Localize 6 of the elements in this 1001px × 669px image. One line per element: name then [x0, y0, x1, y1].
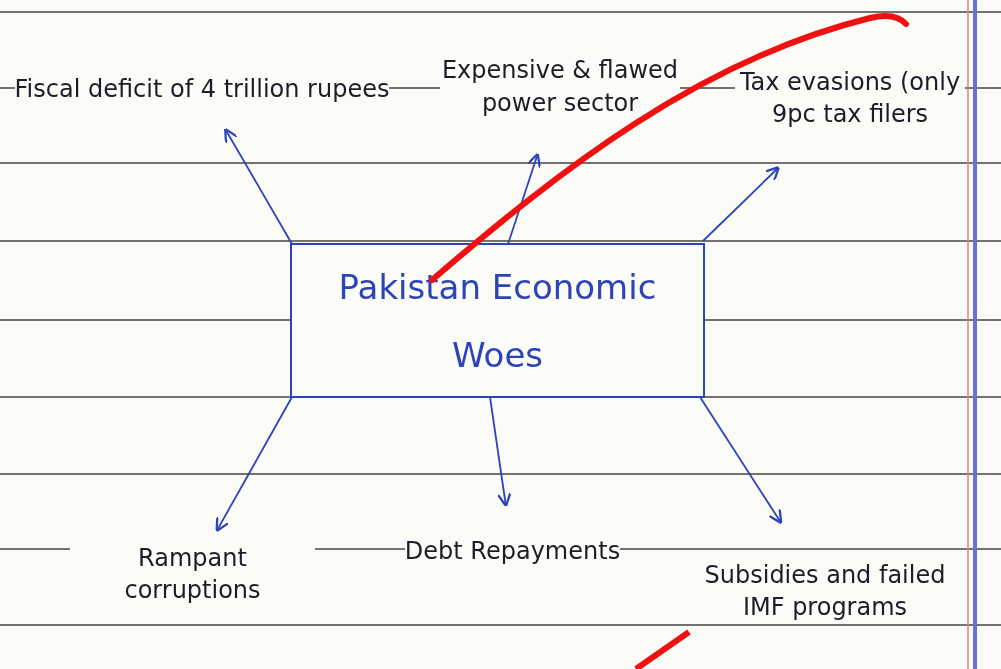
- arrow: [489, 396, 512, 508]
- arrow: [699, 396, 783, 525]
- arrow: [702, 166, 781, 242]
- arrow: [224, 127, 293, 245]
- arrow: [215, 396, 293, 533]
- arrow: [507, 152, 541, 245]
